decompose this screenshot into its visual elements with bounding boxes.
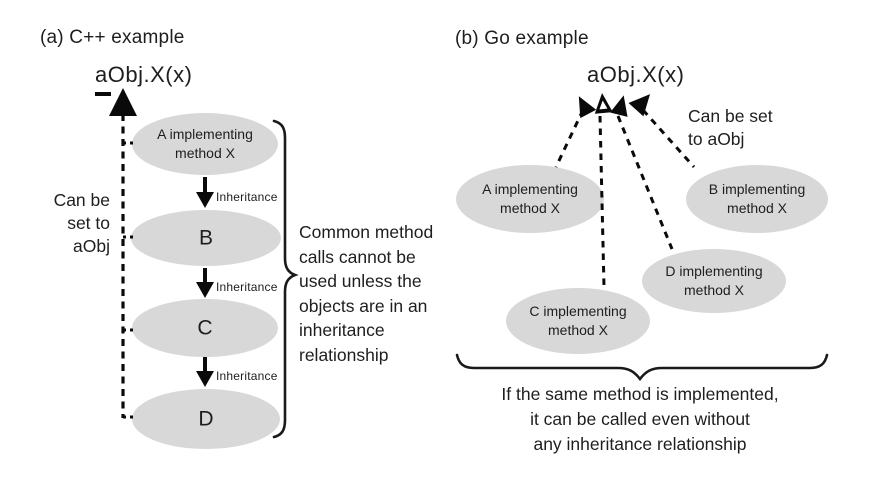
node-ellipse-a-C — [132, 299, 278, 357]
node-ellipse-b-D — [642, 249, 786, 313]
panel-b-call-expression: aObj.X(x) — [587, 62, 685, 87]
node-label-b-C: C implementing method X — [529, 303, 627, 338]
arrowhead-icon — [578, 96, 597, 119]
panel-a-call-expression: aObj.X(x) — [95, 62, 193, 87]
arrowhead-icon — [628, 94, 651, 117]
inheritance-arrow-C-D — [196, 357, 214, 387]
node-ellipse-a-D — [132, 389, 280, 449]
node-ellipse-b-B — [686, 165, 828, 233]
inheritance-arrow-B-C — [196, 268, 214, 298]
inheritance-label-3: Inheritance — [216, 369, 278, 383]
down-arrow-icon — [196, 282, 214, 298]
node-ellipse-b-A — [456, 165, 604, 233]
up-arrow-icon — [109, 88, 137, 116]
arrowhead-icon — [610, 95, 628, 117]
curly-brace-horizontal — [455, 353, 829, 382]
inheritance-arrow-A-B — [196, 177, 214, 208]
panel-b-caption: If the same method is implemented, it ca… — [501, 384, 779, 454]
node-label-a-A: A implementing method X — [157, 126, 253, 161]
panel-a-side-note: Can be set to aObj — [53, 190, 110, 256]
down-arrow-icon — [196, 371, 214, 387]
node-label-b-A: A implementing method X — [482, 181, 578, 216]
dashed-line-b-D — [616, 115, 674, 250]
dashed-line-b-A — [554, 109, 585, 168]
inheritance-label-2: Inheritance — [216, 280, 278, 294]
dashed-line-b-C — [598, 115, 606, 288]
node-label-b-D: D implementing method X — [665, 263, 763, 298]
node-label-b-B: B implementing method X — [708, 181, 806, 216]
arrowhead-inset — [599, 100, 608, 110]
node-ellipse-a-A — [132, 113, 278, 175]
curly-brace-vertical — [272, 119, 299, 439]
node-label-a-D: D — [198, 407, 214, 431]
node-label-a-C: C — [197, 316, 213, 340]
arrowhead-cluster — [578, 93, 651, 119]
panel-a-brace-note: Common method calls cannot be used unles… — [299, 222, 434, 365]
panel-b-side-note: Can be set to aObj — [688, 106, 773, 149]
inheritance-label-1: Inheritance — [216, 190, 278, 204]
aobj-underline-tick — [95, 92, 111, 96]
panel-b-title: (b) Go example — [455, 28, 589, 49]
panel-a-title: (a) C++ example — [40, 27, 185, 48]
node-ellipse-b-C — [506, 288, 650, 354]
node-ellipse-a-B — [131, 210, 281, 266]
dashed-line-b-B — [641, 108, 696, 169]
down-arrow-icon — [196, 192, 214, 208]
node-label-a-B: B — [198, 226, 214, 250]
